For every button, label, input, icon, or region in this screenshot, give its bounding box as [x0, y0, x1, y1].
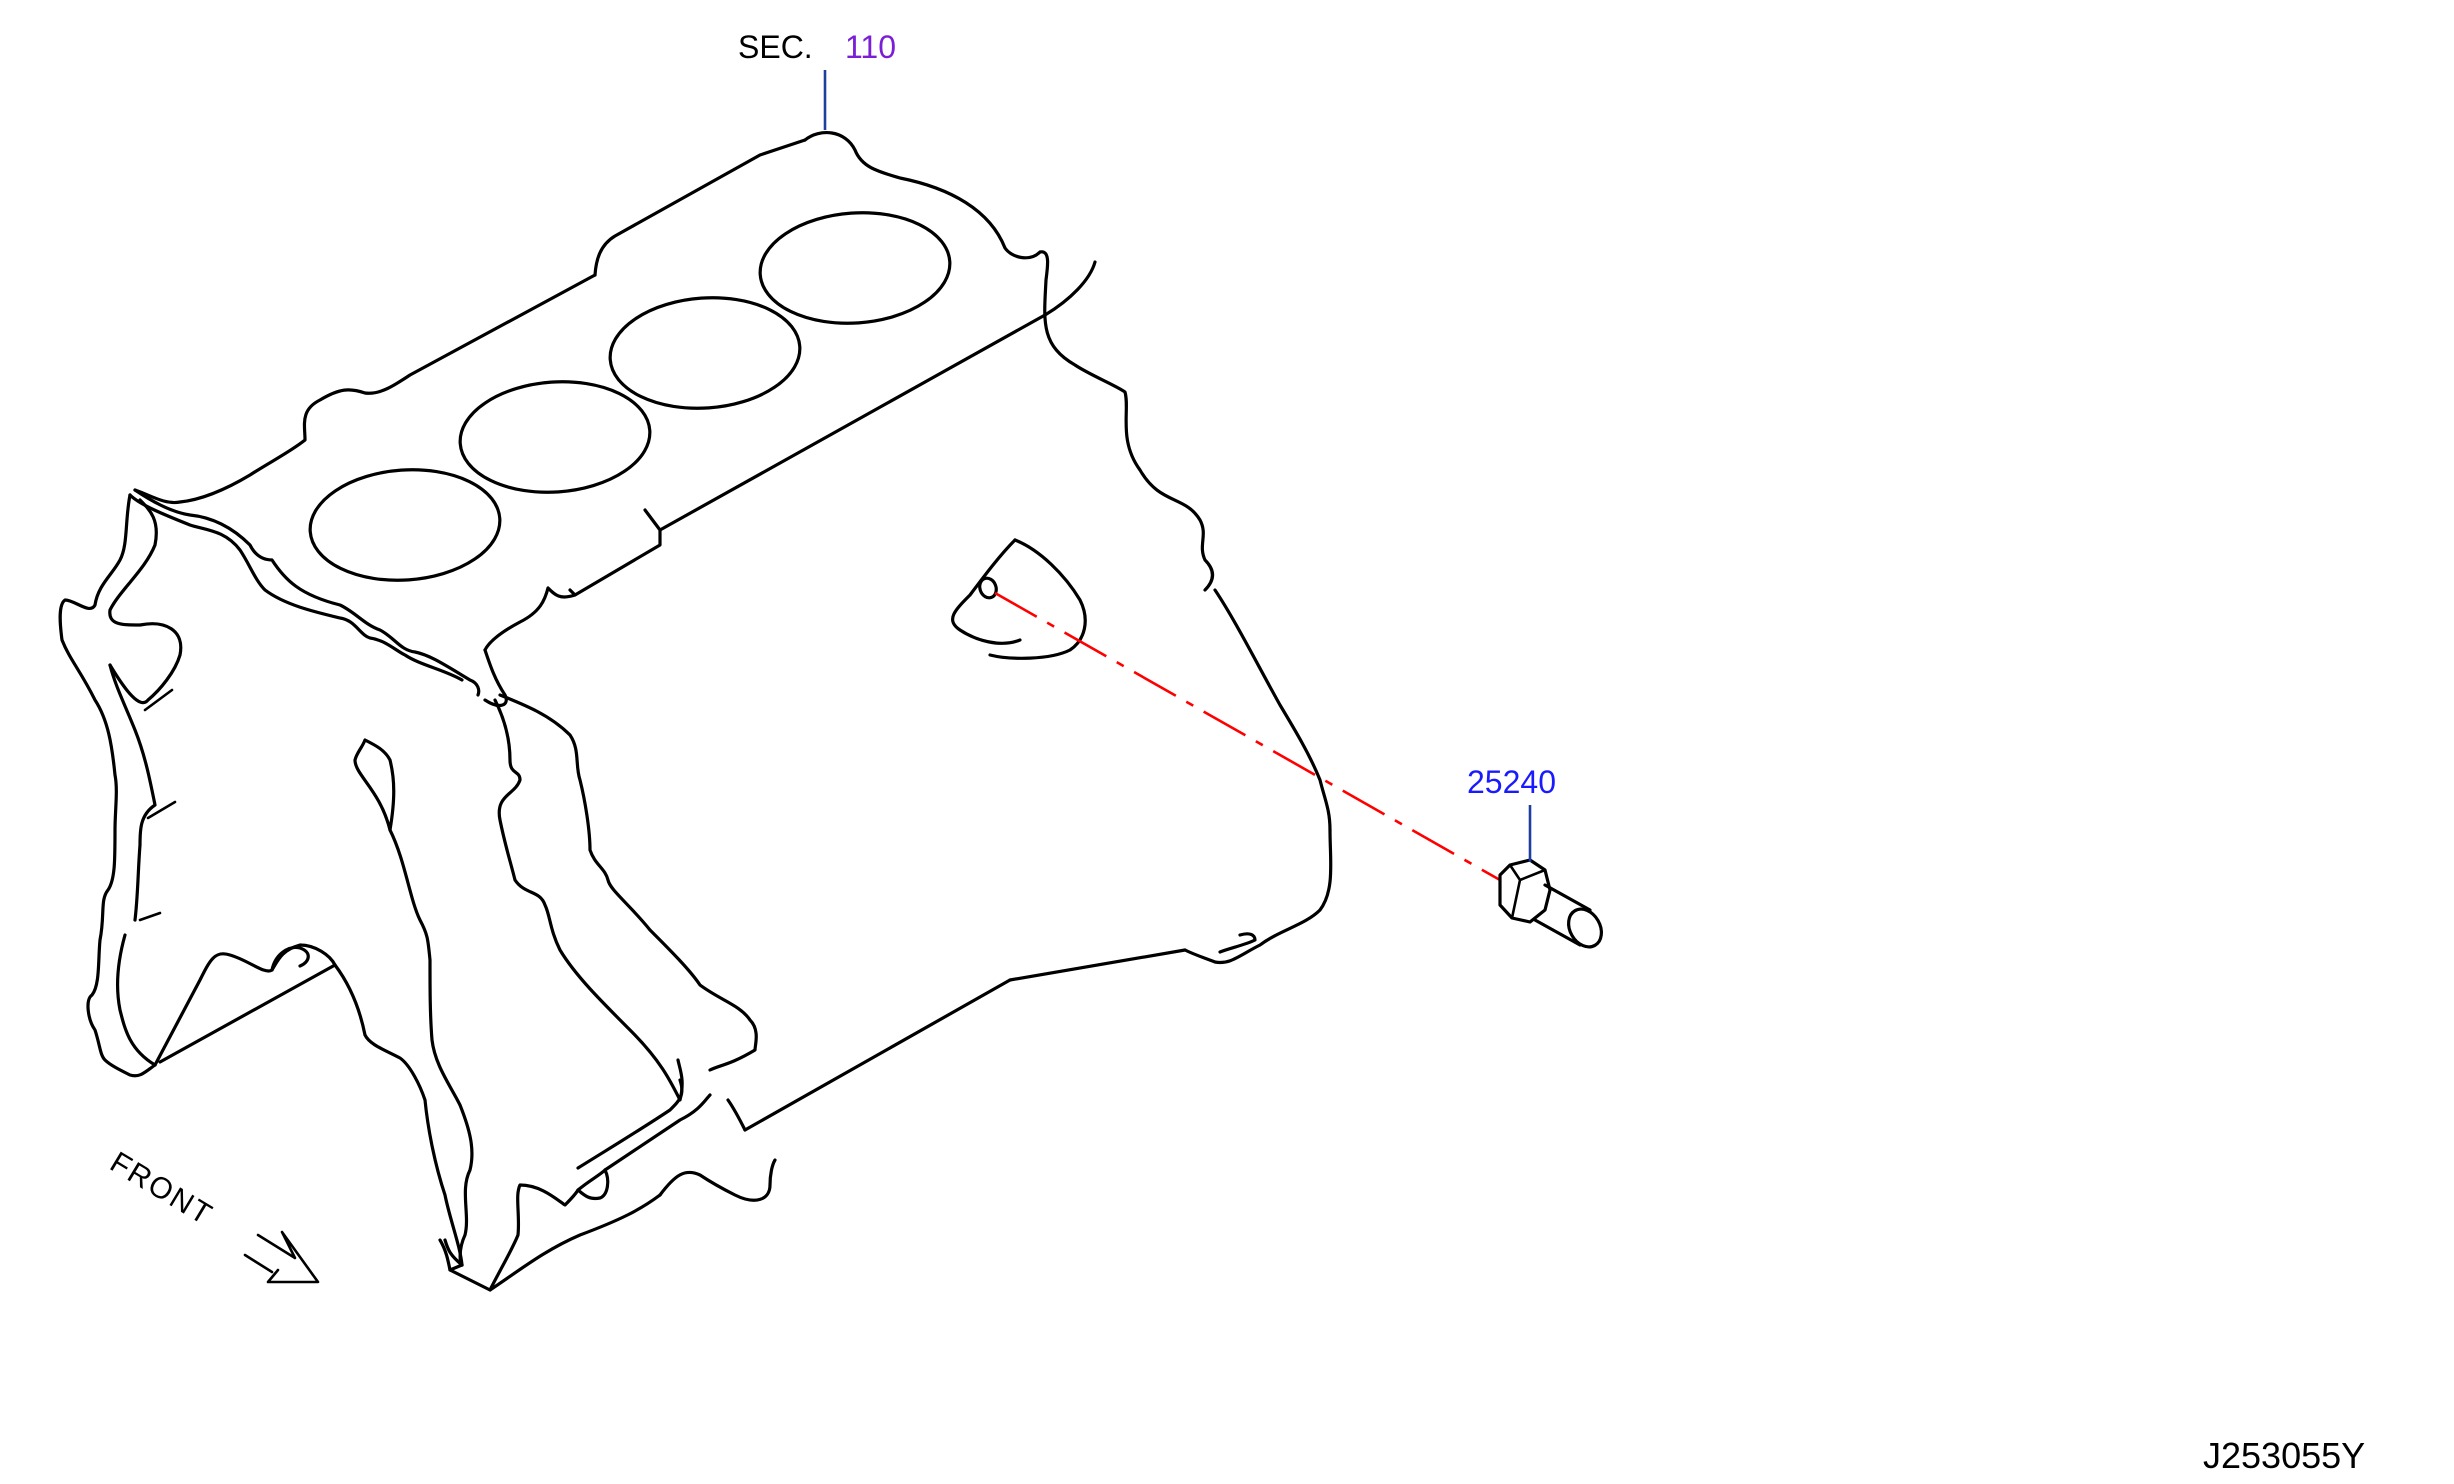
sensor-mounting-boss: [951, 538, 1022, 645]
front-face-tick-2: [146, 800, 177, 820]
front-face-lower-rib: [115, 933, 157, 1067]
block-bottom-right-rail: [1008, 948, 1187, 982]
section-callout-number[interactable]: 110: [845, 29, 896, 65]
sensor-mounting-hole: [978, 576, 998, 600]
front-face-tick-3: [138, 911, 162, 922]
cylinder-block-deck-edge: [803, 131, 1215, 592]
block-skirt-boss: [576, 1168, 610, 1201]
sensor-mounting-boss-face: [988, 538, 1087, 660]
front-face-inner-contour: [108, 498, 183, 705]
rear-flange-detail: [1218, 932, 1257, 954]
block-center-rib: [493, 698, 684, 1102]
diagram-id: J253055Y: [2203, 1435, 2365, 1476]
block-rib-left: [388, 828, 474, 1267]
block-center-rib-2: [498, 693, 758, 1072]
cylinder-bore-1: [308, 468, 502, 582]
deck-inner-long-edge: [658, 260, 1097, 532]
sensor-part[interactable]: [1498, 858, 1608, 953]
block-skirt-slot: [488, 1183, 580, 1292]
oil-pan-rail-step: [726, 1098, 747, 1132]
block-front-face: [58, 493, 157, 1078]
deck-inner-rim: [133, 488, 481, 697]
cylinder-block-top-left-edge: [133, 273, 597, 505]
front-face-rib: [108, 663, 157, 922]
oil-pan-rail: [743, 978, 1012, 1132]
block-lower-rail-2: [603, 1093, 712, 1172]
cylinder-block: [58, 131, 1333, 1292]
front-face-tick-1: [143, 688, 174, 712]
cylinder-bore-3: [608, 296, 802, 410]
front-arrow-icon: [243, 1230, 320, 1284]
cylinder-block-top-front-edge: [593, 138, 807, 277]
deck-outer-rim: [128, 493, 464, 682]
block-bottom-edge: [443, 1193, 662, 1292]
sensor-body: [1533, 883, 1592, 947]
block-bottom-flange: [658, 1158, 777, 1202]
front-label: FRONT: [104, 1146, 218, 1233]
cylinder-bore-2: [458, 380, 652, 494]
front-direction-indicator: FRONT: [104, 1146, 320, 1284]
sensor-tip: [1567, 907, 1603, 949]
sensor-hex-nut-edge: [1508, 863, 1547, 920]
front-skirt-lower-edge: [158, 963, 337, 1064]
block-rear-face-2: [1183, 828, 1333, 965]
installation-centerline: [994, 591, 1501, 882]
part-number-label[interactable]: 25240: [1467, 764, 1556, 800]
sensor-hex-nut: [1498, 858, 1552, 924]
section-callout-prefix: SEC.: [738, 29, 813, 65]
block-rear-face: [1213, 588, 1332, 832]
block-middle-web: [333, 963, 464, 1267]
block-middle-web-inner: [353, 738, 396, 832]
deck-step: [483, 508, 662, 652]
cylinder-bore-4: [758, 211, 952, 325]
front-skirt-boss: [270, 945, 310, 972]
front-skirt-edge: [153, 943, 337, 1067]
